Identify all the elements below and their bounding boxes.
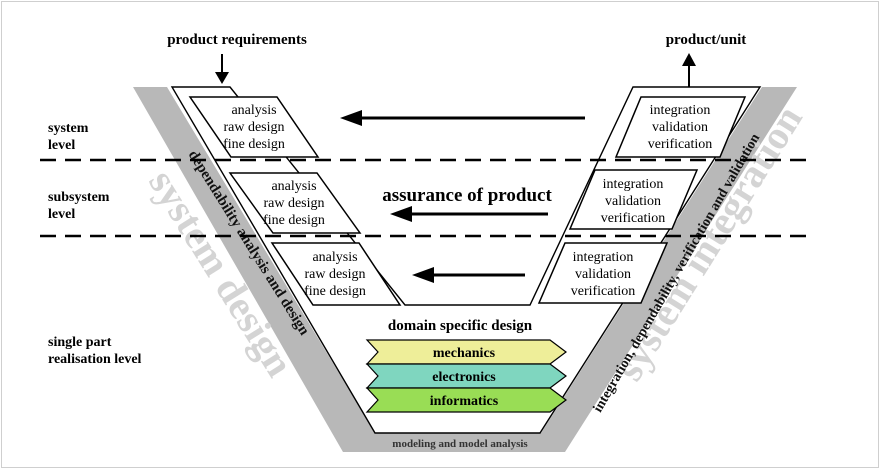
assurance-label: assurance of product <box>382 185 552 206</box>
svg-text:integration: integration <box>573 250 634 265</box>
svg-text:electronics: electronics <box>432 370 496 385</box>
design-box-system: analysis raw design fine design <box>188 96 320 158</box>
integration-box-system: integration validation verification <box>614 96 747 158</box>
svg-text:level: level <box>48 207 75 222</box>
svg-text:integration: integration <box>603 177 664 192</box>
svg-text:informatics: informatics <box>430 394 499 409</box>
svg-text:raw design: raw design <box>223 120 284 135</box>
up-arrow-icon <box>682 53 696 87</box>
level-label-system: system level <box>48 121 89 153</box>
arrow-left-icon-part <box>412 267 525 283</box>
level-label-single-part: single part realisation level <box>48 335 142 367</box>
design-box-subsystem: analysis raw design fine design <box>228 172 362 234</box>
integration-box-part: integration validation verification <box>537 242 669 304</box>
svg-text:integration: integration <box>650 103 711 118</box>
domain-item-informatics: informatics <box>365 387 567 413</box>
arrow-left-icon-subsystem <box>390 206 548 222</box>
arrow-left-icon-system <box>340 110 585 126</box>
svg-text:analysis: analysis <box>312 250 357 265</box>
svg-text:validation: validation <box>652 120 708 135</box>
svg-text:verification: verification <box>648 137 713 152</box>
down-arrow-icon <box>215 54 229 84</box>
product-requirements-label: product requirements <box>167 32 307 48</box>
svg-text:system: system <box>48 121 89 136</box>
bottom-band-label: modeling and model analysis <box>392 438 528 450</box>
svg-text:analysis: analysis <box>271 179 316 194</box>
domain-item-mechanics: mechanics <box>365 339 567 365</box>
integration-box-subsystem: integration validation verification <box>568 169 699 230</box>
domain-design-title: domain specific design <box>388 318 533 334</box>
svg-text:fine design: fine design <box>263 213 325 228</box>
svg-text:raw design: raw design <box>304 267 365 282</box>
svg-text:mechanics: mechanics <box>433 346 496 361</box>
level-label-subsystem: subsystem level <box>48 190 110 222</box>
svg-text:fine design: fine design <box>304 284 366 299</box>
svg-text:raw design: raw design <box>263 196 324 211</box>
v-outer-band <box>133 87 797 452</box>
svg-text:analysis: analysis <box>231 103 276 118</box>
svg-text:validation: validation <box>605 194 661 209</box>
svg-text:fine design: fine design <box>223 137 285 152</box>
domain-item-electronics: electronics <box>365 363 567 389</box>
design-box-part: analysis raw design fine design <box>270 242 402 306</box>
svg-text:realisation level: realisation level <box>48 352 142 367</box>
svg-text:subsystem: subsystem <box>48 190 110 205</box>
svg-text:verification: verification <box>571 284 636 299</box>
svg-text:single part: single part <box>48 335 112 350</box>
svg-text:validation: validation <box>575 267 631 282</box>
svg-text:verification: verification <box>601 211 666 226</box>
svg-text:level: level <box>48 138 75 153</box>
product-unit-label: product/unit <box>666 32 747 48</box>
